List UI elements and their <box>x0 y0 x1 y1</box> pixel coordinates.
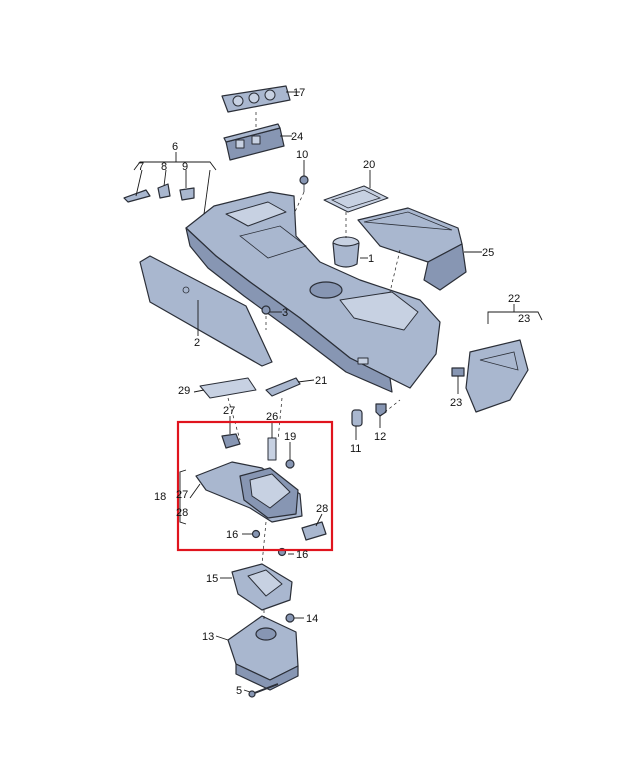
part-22-side-panel <box>465 339 529 413</box>
part-5-cable <box>248 683 279 698</box>
leader-lines <box>133 91 543 693</box>
highlight-frame <box>176 420 334 552</box>
part-7-clip <box>123 189 151 203</box>
callout-19: 19 <box>284 431 296 443</box>
part-8-clip <box>157 183 171 199</box>
part-19-screw <box>285 459 295 469</box>
part-20-mat <box>323 185 389 213</box>
part-21-trim-strip <box>265 377 301 397</box>
part-27-clip <box>221 433 241 449</box>
callout-3: 3 <box>282 307 288 319</box>
callout-21: 21 <box>315 375 327 387</box>
part-15-bracket <box>231 563 293 611</box>
callout-27-lower: 27 <box>176 489 188 501</box>
callout-12: 12 <box>374 431 386 443</box>
part-11-cap <box>351 409 363 427</box>
callout-11: 11 <box>350 443 361 455</box>
part-16-nut-upper <box>251 529 261 539</box>
part-29-trim-plate <box>199 377 257 399</box>
callout-27-upper: 27 <box>223 405 235 417</box>
callout-24: 24 <box>291 131 303 143</box>
part-28-clip <box>301 521 327 541</box>
callout-28-left: 28 <box>176 507 188 519</box>
part-1-cup-holder <box>332 236 360 268</box>
part-26-sleeve <box>267 437 277 461</box>
assembly-lines <box>227 112 401 622</box>
center-console-housing <box>185 191 441 393</box>
callout-29: 29 <box>178 385 190 397</box>
callout-23-lower: 23 <box>450 397 462 409</box>
part-14-nut <box>285 613 295 623</box>
callout-7: 7 <box>138 161 144 173</box>
part-9-clip <box>179 187 195 201</box>
callout-22: 22 <box>508 293 520 305</box>
callout-23-upper: 23 <box>518 313 530 325</box>
callout-25: 25 <box>482 247 494 259</box>
callout-6: 6 <box>172 141 178 153</box>
callout-15: 15 <box>206 573 218 585</box>
callout-2: 2 <box>194 337 200 349</box>
callout-20: 20 <box>363 159 375 171</box>
callout-17: 17 <box>293 87 305 99</box>
part-24-switch-module <box>223 123 285 161</box>
callout-14: 14 <box>306 613 318 625</box>
callout-16-upper: 16 <box>226 529 238 541</box>
callout-16-lower: 16 <box>296 549 308 561</box>
callout-28-right: 28 <box>316 503 328 515</box>
callout-9: 9 <box>182 161 188 173</box>
part-10-screw <box>299 175 309 192</box>
part-18-shifter-frame <box>195 461 303 523</box>
callout-13: 13 <box>202 631 214 643</box>
callout-1: 1 <box>368 253 374 265</box>
callout-8: 8 <box>161 161 167 173</box>
callout-26: 26 <box>266 411 278 423</box>
callout-18: 18 <box>154 491 166 503</box>
part-12-clip <box>375 403 387 417</box>
part-13-shifter-housing <box>227 615 299 691</box>
part-17-switch-bezel <box>221 85 291 113</box>
part-23-clip-lower <box>451 367 465 377</box>
callout-5: 5 <box>236 685 242 697</box>
callout-10: 10 <box>296 149 308 161</box>
part-2-side-trim <box>139 255 273 367</box>
part-3-screw <box>261 305 271 315</box>
part-25-armrest <box>357 207 467 291</box>
callout-labels: 17 24 6 7 8 9 10 20 1 25 22 23 3 2 29 21… <box>138 87 530 697</box>
